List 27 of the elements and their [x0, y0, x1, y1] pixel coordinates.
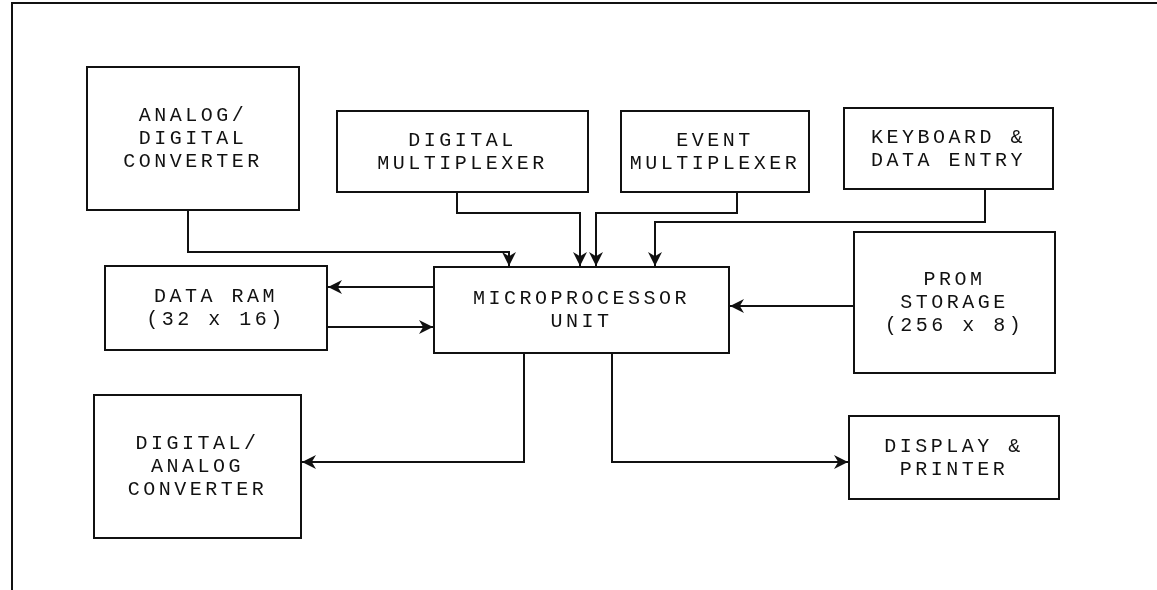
- arrow: [456, 192, 587, 267]
- process-box: [86, 66, 300, 211]
- arrow: [589, 192, 738, 267]
- arrow: [327, 280, 434, 294]
- arrow: [327, 320, 434, 334]
- process-box: [433, 266, 730, 354]
- box-label: KEYBOARD & DATA ENTRY: [870, 125, 1027, 172]
- arrow: [648, 189, 986, 267]
- arrow: [301, 353, 525, 469]
- process-box: [853, 231, 1056, 374]
- process-box: [336, 110, 589, 193]
- box-label: EVENT MULTIPLEXER: [628, 128, 802, 175]
- box-label: ANALOG/ DIGITAL CONVERTER: [122, 104, 264, 173]
- box-label: DIGITAL/ ANALOG CONVERTER: [126, 432, 269, 501]
- process-box: [104, 265, 328, 351]
- process-box: [848, 415, 1060, 500]
- box-label: MICROPROCESSOR UNIT: [472, 287, 691, 333]
- box-label: PROM STORAGE (256 x 8): [883, 268, 1026, 337]
- process-box: [843, 107, 1054, 190]
- arrow: [187, 210, 516, 267]
- box-label: DATA RAM (32 x 16): [145, 285, 287, 331]
- process-box: [93, 394, 302, 539]
- box-label: DIGITAL MULTIPLEXER: [376, 128, 549, 175]
- arrow: [611, 353, 849, 469]
- arrow: [729, 299, 854, 313]
- process-box: [620, 110, 810, 193]
- box-label: DISPLAY & PRINTER: [883, 434, 1025, 481]
